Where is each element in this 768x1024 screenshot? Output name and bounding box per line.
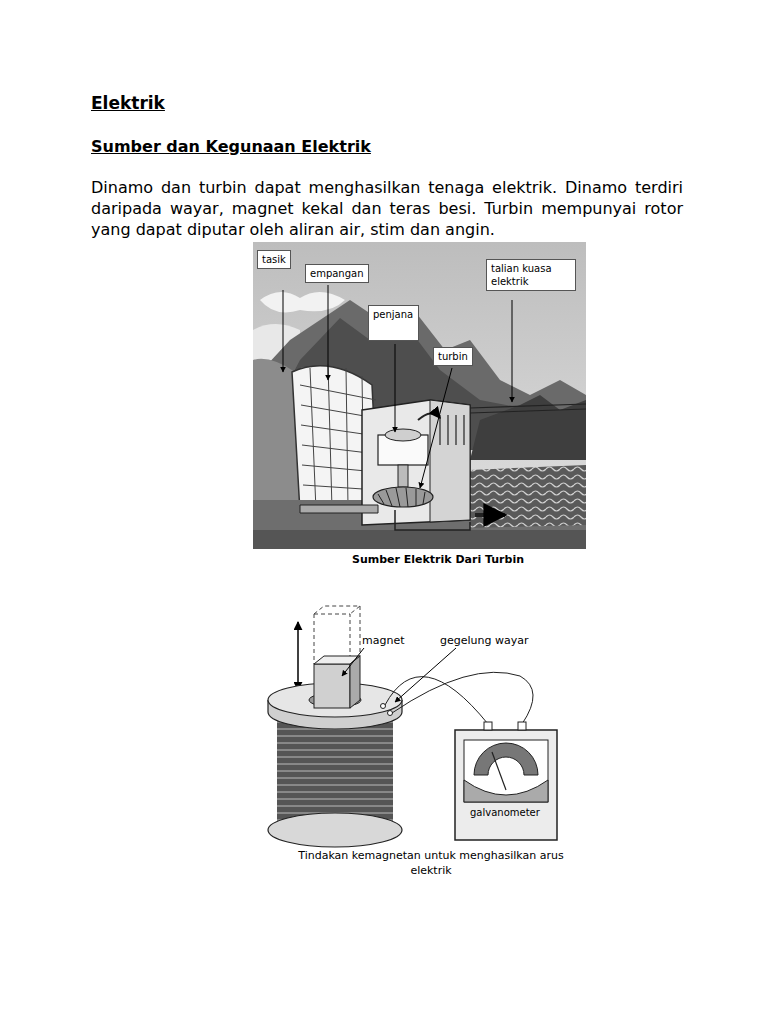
part-label: magnet	[362, 634, 405, 648]
callout-box: penjana	[368, 305, 419, 341]
sub-heading: Sumber dan Kegunaan Elektrik	[91, 136, 371, 157]
callout-box: empangan	[305, 264, 369, 283]
callout-text: tasik	[262, 253, 286, 266]
callout-text: talian kuasa elektrik	[491, 262, 571, 288]
part-label: galvanometer	[470, 806, 540, 819]
page-heading: Elektrik	[91, 93, 165, 113]
hydro-illustration	[253, 242, 586, 549]
callout-box: turbin	[433, 347, 473, 366]
part-label: gegelung wayar	[440, 634, 529, 648]
callout-text: penjana	[373, 308, 414, 321]
callout-box: talian kuasa elektrik	[486, 259, 576, 291]
callout-text: turbin	[438, 350, 468, 363]
callout-box: tasik	[257, 250, 291, 269]
coil-illustration	[268, 606, 557, 847]
figure-caption: Sumber Elektrik Dari Turbin	[290, 553, 586, 567]
leader-lines	[283, 285, 512, 488]
body-paragraph: Dinamo dan turbin dapat menghasilkan ten…	[91, 177, 683, 240]
callout-text: empangan	[310, 267, 364, 280]
figure-caption: Tindakan kemagnetan untuk menghasilkan a…	[296, 848, 566, 878]
